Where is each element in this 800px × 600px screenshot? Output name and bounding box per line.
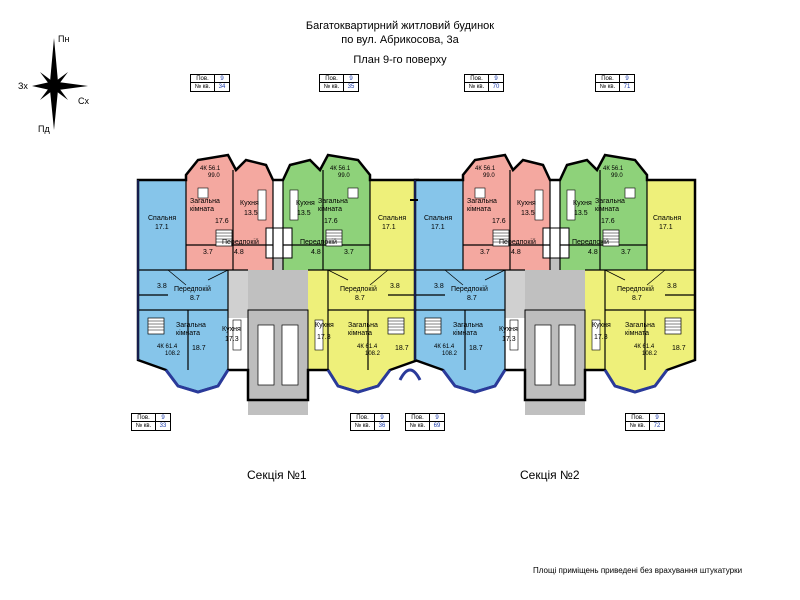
label-kitchen: Кухня bbox=[315, 322, 334, 329]
area-hall-bot: 8.7 bbox=[190, 295, 200, 302]
compass-north: Пн bbox=[58, 34, 70, 44]
area-bath-bot: 3.8 bbox=[667, 283, 677, 290]
area-bath: 3.7 bbox=[480, 249, 490, 256]
label-living: Загальна кімната bbox=[190, 198, 220, 213]
footnote: Площі приміщень приведені без врахування… bbox=[533, 566, 743, 575]
label-hall: Передпокій bbox=[499, 239, 536, 246]
area-living: 17.6 bbox=[324, 218, 338, 225]
label-living: Загальна кімната bbox=[176, 322, 206, 337]
area-hall-bot: 8.7 bbox=[632, 295, 642, 302]
section-1-label: Секція №1 bbox=[247, 468, 307, 482]
label-kitchen: Кухня bbox=[222, 326, 241, 333]
label-bedroom: Спальня bbox=[424, 215, 453, 222]
section-2-label: Секція №2 bbox=[520, 468, 580, 482]
area-hall: 4.8 bbox=[311, 249, 321, 256]
label-living: Загальна кімната bbox=[318, 198, 348, 213]
area-kitchen: 13.5 bbox=[574, 210, 588, 217]
area-hall: 4.8 bbox=[588, 249, 598, 256]
area-kitchen-bot: 17.3 bbox=[594, 334, 608, 341]
label-hall: Передпокій bbox=[300, 239, 337, 246]
label-kitchen: Кухня bbox=[573, 200, 592, 207]
apt-tag: Пов.9 № кв.72 bbox=[625, 413, 665, 431]
floor-plan-title: План 9-го поверху bbox=[353, 54, 447, 66]
label-hall: Передпокій bbox=[340, 286, 377, 293]
area-bedroom: 17.1 bbox=[431, 224, 445, 231]
label-living: Загальна кімната bbox=[348, 322, 378, 337]
compass-south: Пд bbox=[38, 124, 50, 134]
area-bedroom: 17.1 bbox=[659, 224, 673, 231]
area-bath-bot: 3.8 bbox=[434, 283, 444, 290]
area-kitchen: 13.5 bbox=[244, 210, 258, 217]
label-kitchen: Кухня bbox=[592, 322, 611, 329]
area-bath: 3.7 bbox=[203, 249, 213, 256]
apt-tag: Пов.9 № кв.36 bbox=[350, 413, 390, 431]
area-bath: 3.7 bbox=[621, 249, 631, 256]
building-address: по вул. Абрикосова, 3а bbox=[341, 34, 459, 46]
label-living: Загальна кімната bbox=[467, 198, 497, 213]
label-hall: Передпокій bbox=[617, 286, 654, 293]
area-bath-bot: 3.8 bbox=[157, 283, 167, 290]
area-living: 17.6 bbox=[601, 218, 615, 225]
compass-star-icon bbox=[32, 38, 88, 130]
area-bath-bot: 3.8 bbox=[390, 283, 400, 290]
label-kitchen: Кухня bbox=[296, 200, 315, 207]
apt-tag: Пов.9 № кв.69 bbox=[405, 413, 445, 431]
compass-east: Сх bbox=[78, 96, 89, 106]
label-hall: Передпокій bbox=[451, 286, 488, 293]
compass-west: Зх bbox=[18, 81, 28, 91]
label-kitchen: Кухня bbox=[517, 200, 536, 207]
label-living: Загальна кімната bbox=[453, 322, 483, 337]
area-living-bot: 18.7 bbox=[395, 345, 409, 352]
label-bedroom: Спальня bbox=[653, 215, 682, 222]
area-kitchen-bot: 17.3 bbox=[225, 336, 239, 343]
compass-rose: Пн Зх Сх Пд bbox=[18, 30, 108, 140]
area-bath: 3.7 bbox=[344, 249, 354, 256]
apt-tag: Пов.9 № кв.34 bbox=[190, 74, 230, 92]
label-bedroom: Спальня bbox=[148, 215, 177, 222]
area-kitchen-bot: 17.3 bbox=[502, 336, 516, 343]
label-hall: Передпокій bbox=[572, 239, 609, 246]
label-bedroom: Спальня bbox=[378, 215, 407, 222]
label-hall: Передпокій bbox=[222, 239, 259, 246]
area-living: 17.6 bbox=[492, 218, 506, 225]
area-hall: 4.8 bbox=[511, 249, 521, 256]
apt-tag: Пов.9 № кв.70 bbox=[464, 74, 504, 92]
label-kitchen: Кухня bbox=[240, 200, 259, 207]
building-title: Багатоквартирний житловий будинок bbox=[305, 20, 495, 32]
area-kitchen-bot: 17.3 bbox=[317, 334, 331, 341]
apt-tag: Пов.9 № кв.35 bbox=[319, 74, 359, 92]
area-kitchen: 13.5 bbox=[521, 210, 535, 217]
area-bedroom: 17.1 bbox=[155, 224, 169, 231]
label-kitchen: Кухня bbox=[499, 326, 518, 333]
area-hall-bot: 8.7 bbox=[355, 295, 365, 302]
area-living-bot: 18.7 bbox=[192, 345, 206, 352]
apt-tag: Пов.9 № кв.33 bbox=[131, 413, 171, 431]
apt-tag: Пов.9 № кв.71 bbox=[595, 74, 635, 92]
area-kitchen: 13.5 bbox=[297, 210, 311, 217]
area-living-bot: 18.7 bbox=[672, 345, 686, 352]
label-hall: Передпокій bbox=[174, 286, 211, 293]
area-hall-bot: 8.7 bbox=[467, 295, 477, 302]
label-living: Загальна кімната bbox=[595, 198, 625, 213]
area-living-bot: 18.7 bbox=[469, 345, 483, 352]
label-living: Загальна кімната bbox=[625, 322, 655, 337]
area-living: 17.6 bbox=[215, 218, 229, 225]
area-hall: 4.8 bbox=[234, 249, 244, 256]
area-bedroom: 17.1 bbox=[382, 224, 396, 231]
